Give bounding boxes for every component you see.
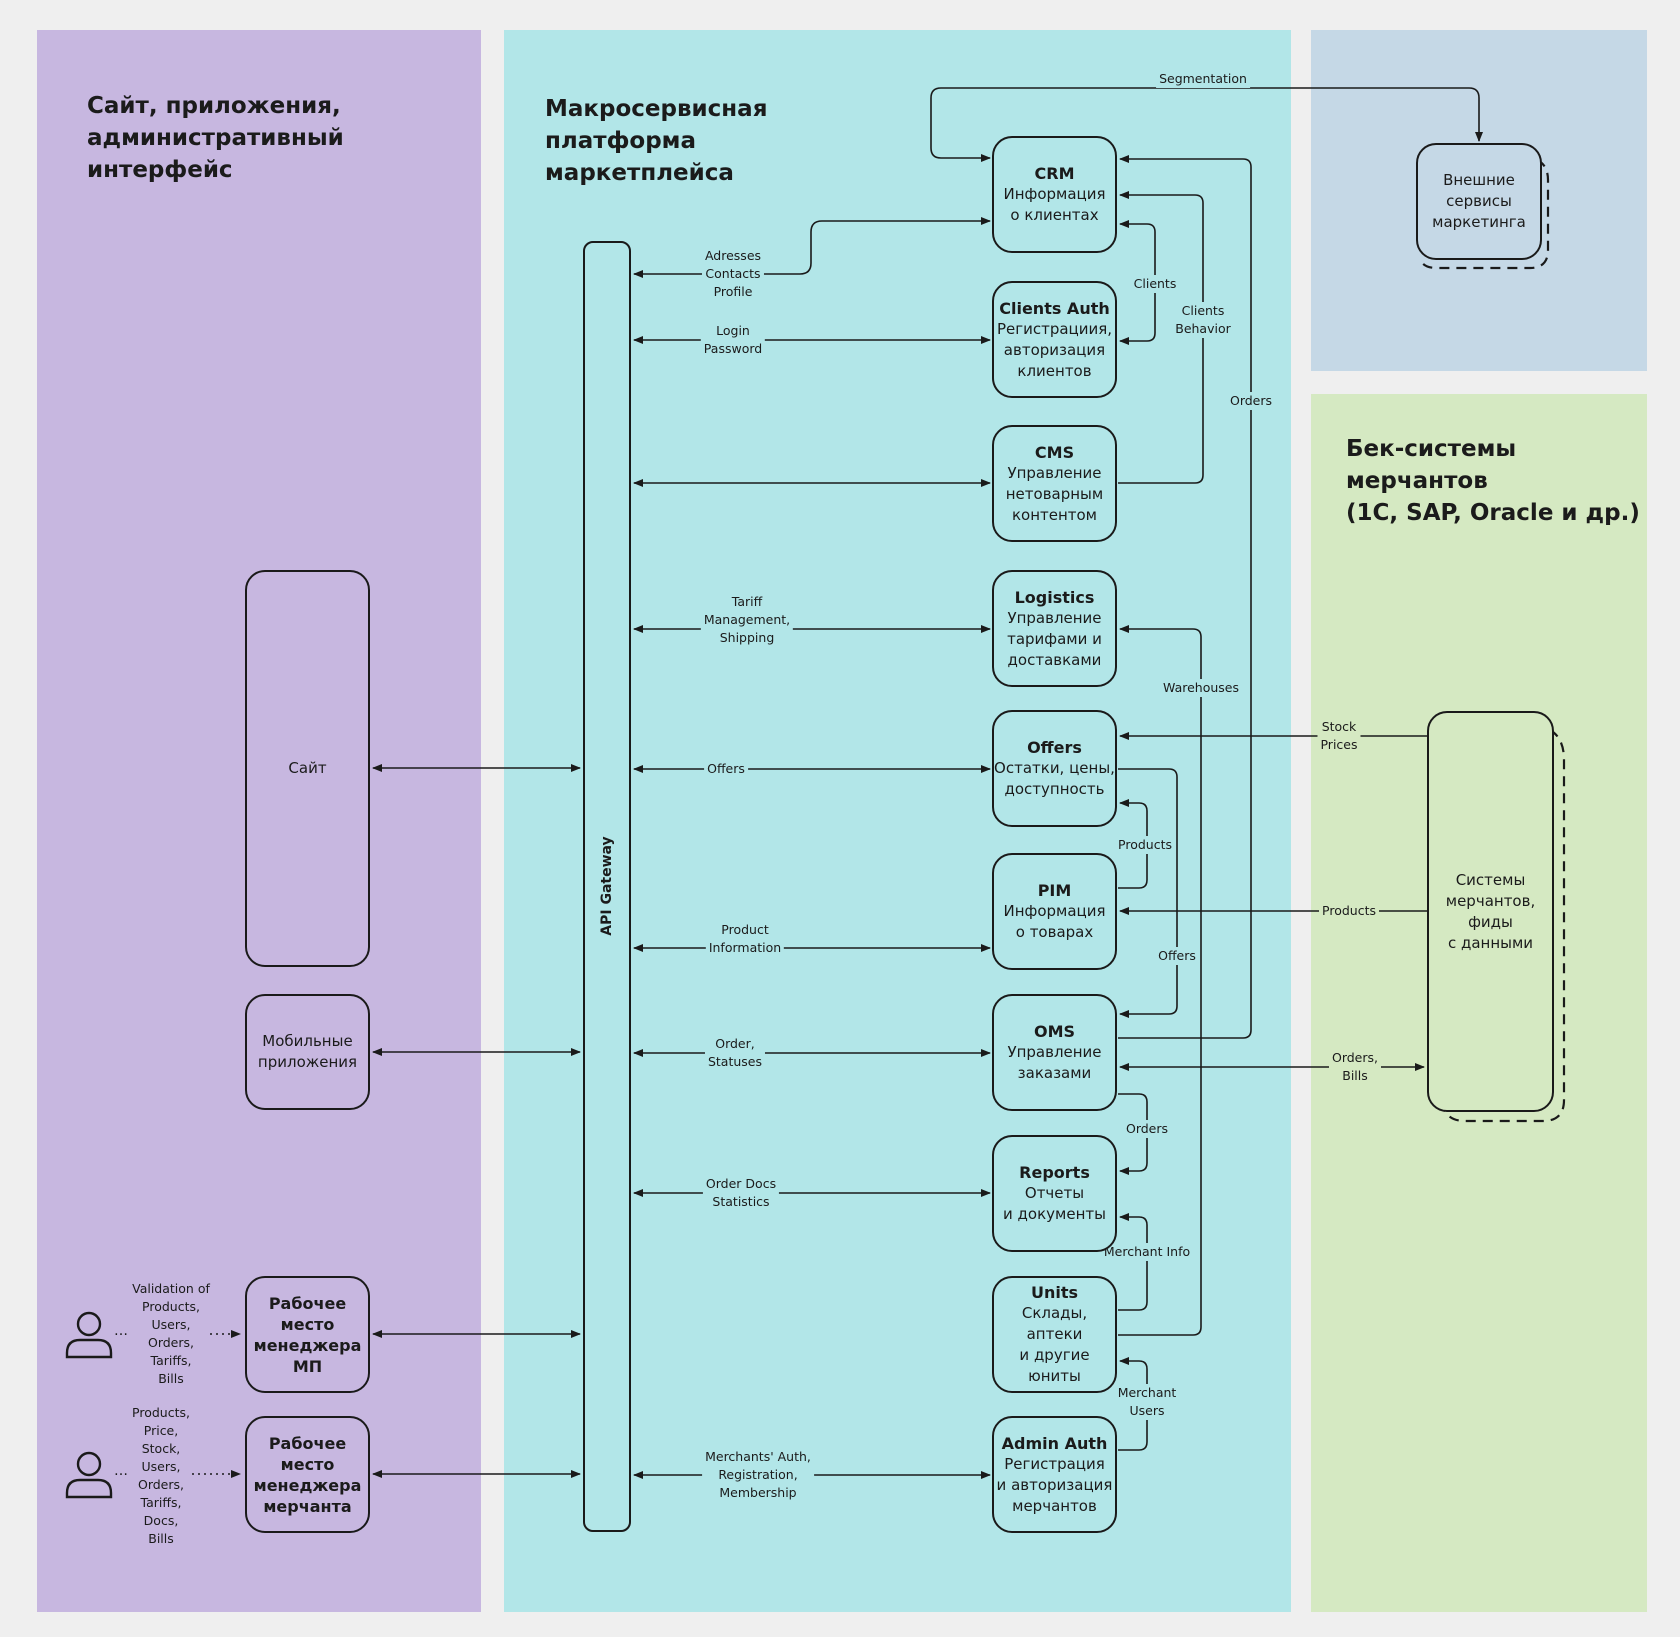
site-box[interactable]: Сайт (245, 570, 370, 967)
label-merchant-info: Merchant Info (1100, 1243, 1194, 1261)
label-tariff: Tariff Management, Shipping (700, 593, 794, 647)
label-products-pim: Products (1319, 902, 1379, 920)
mp-user-dots: … (114, 1323, 128, 1339)
service-admin-auth-title: Admin Auth (1001, 1433, 1108, 1453)
service-logistics-title: Logistics (1014, 587, 1095, 607)
label-orders-reports: Orders (1122, 1120, 1172, 1138)
service-units-desc: Склады, аптеки и другие юниты (1019, 1304, 1090, 1385)
label-products-offers: Products (1115, 836, 1175, 854)
label-orders-crm: Orders (1226, 392, 1276, 410)
service-clients-auth[interactable]: Clients Auth Регистрациия, авторизация к… (992, 281, 1117, 398)
edge-orders-crm (1118, 155, 1252, 1039)
api-gateway[interactable] (583, 241, 631, 1532)
edge-gateway-crm (633, 217, 991, 278)
service-oms-desc: Управление заказами (1007, 1043, 1102, 1082)
edge-clients-behavior (1118, 191, 1204, 484)
api-gateway-label: API Gateway (599, 836, 615, 936)
service-reports[interactable]: Reports Отчеты и документы (992, 1135, 1117, 1252)
zone-title-frontends: Сайт, приложения, административный интер… (87, 93, 344, 183)
zone-platform (504, 30, 1291, 1612)
service-units-title: Units (1030, 1283, 1079, 1302)
label-clients-behavior: Clients Behavior (1172, 302, 1234, 338)
merchant-manager-workplace-box[interactable]: Рабочее место менеджера мерчанта (245, 1416, 370, 1533)
service-oms-title: OMS (1033, 1022, 1076, 1041)
label-stock-prices: Stock Prices (1317, 718, 1361, 754)
merchant-systems-shadow (1443, 729, 1566, 1123)
service-admin-auth-desc: Регистрация и авторизация мерчантов (996, 1454, 1113, 1515)
service-offers-title: Offers (1027, 738, 1082, 757)
service-pim[interactable]: PIM Информация о товарах (992, 853, 1117, 970)
external-marketing-services[interactable]: Внешние сервисы маркетинга (1416, 143, 1542, 260)
service-crm[interactable]: CRM Информация о клиентах (992, 136, 1117, 253)
label-segmentation: Segmentation (1156, 70, 1250, 88)
service-cms-desc: Управление нетоварным контентом (1005, 463, 1104, 524)
label-clients: Clients (1130, 275, 1180, 293)
mp-manager-workplace-box[interactable]: Рабочее место менеджера МП (245, 1276, 370, 1393)
zone-title-merchant-backends: Бек-системы мерчантов (1С, SAP, Oracle и… (1346, 436, 1640, 526)
service-reports-title: Reports (1019, 1163, 1090, 1182)
service-clients-auth-title: Clients Auth (999, 298, 1110, 318)
label-warehouses: Warehouses (1160, 679, 1242, 697)
edge-segmentation (930, 87, 1483, 162)
external-services-shadow (1418, 158, 1550, 270)
service-cms[interactable]: CMS Управление нетоварным контентом (992, 425, 1117, 542)
service-clients-auth-desc: Регистрациия, авторизация клиентов (996, 319, 1113, 380)
mp-user-icon (65, 1311, 113, 1359)
service-admin-auth[interactable]: Admin Auth Регистрация и авторизация мер… (992, 1416, 1117, 1533)
mobile-apps-box[interactable]: Мобильные приложения (245, 994, 370, 1110)
service-logistics-desc: Управление тарифами и доставками (1007, 608, 1102, 669)
service-crm-desc: Информация о клиентах (1003, 185, 1106, 224)
service-pim-title: PIM (1037, 881, 1072, 900)
mp-user-note: Validation of Products, Users, Orders, T… (132, 1281, 210, 1386)
merchant-user-dots: … (114, 1463, 128, 1479)
label-product-info: Product Information (705, 921, 785, 957)
merchant-user-icon (65, 1451, 113, 1499)
label-offers-oms: Offers (1155, 947, 1199, 965)
label-orders-bills: Orders, Bills (1328, 1049, 1382, 1085)
service-oms[interactable]: OMS Управление заказами (992, 994, 1117, 1111)
label-order-statuses: Order, Statuses (704, 1035, 766, 1071)
service-offers-desc: Остатки, цены, доступность (994, 759, 1115, 798)
service-units[interactable]: Units Склады, аптеки и другие юниты (992, 1276, 1117, 1393)
edge-warehouses (1118, 625, 1202, 1336)
label-offers: Offers (704, 760, 748, 778)
label-addresses: Adresses Contacts Profile (701, 247, 765, 301)
merchant-systems-box[interactable]: Системы мерчантов, фиды с данными (1427, 711, 1554, 1112)
edge-offers-oms (1118, 768, 1178, 1018)
label-login: Login Password (700, 322, 766, 358)
zone-title-platform: Макросервисная платформа маркетплейса (545, 96, 768, 186)
edge-merchant-info (1118, 1213, 1148, 1311)
service-logistics[interactable]: Logistics Управление тарифами и доставка… (992, 570, 1117, 687)
service-offers[interactable]: Offers Остатки, цены, доступность (992, 710, 1117, 827)
service-crm-title: CRM (1034, 164, 1075, 183)
label-merchants-auth: Merchants' Auth, Registration, Membershi… (702, 1448, 814, 1502)
service-cms-title: CMS (1034, 442, 1075, 462)
merchant-user-note: Products, Price, Stock, Users, Orders, T… (132, 1405, 190, 1546)
label-order-docs: Order Docs Statistics (702, 1175, 780, 1211)
service-reports-desc: Отчеты и документы (1003, 1184, 1106, 1223)
service-pim-desc: Информация о товарах (1003, 902, 1106, 941)
label-merchant-users: Merchant Users (1114, 1384, 1180, 1420)
